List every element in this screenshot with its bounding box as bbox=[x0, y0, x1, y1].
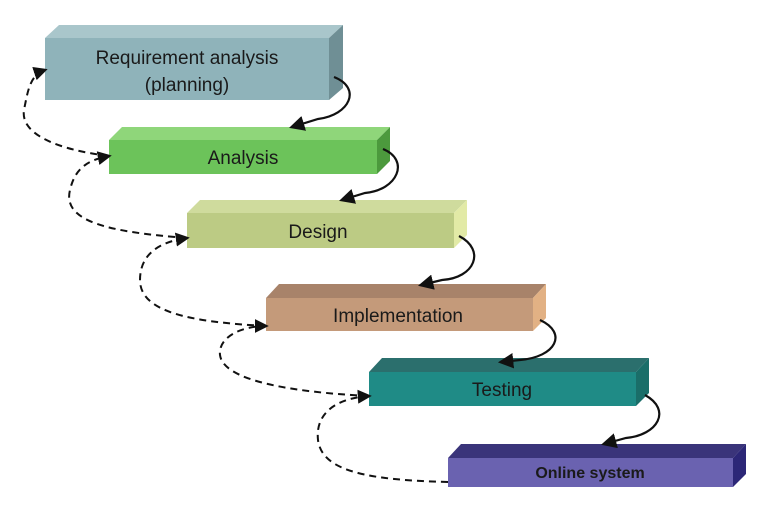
stage-side-face bbox=[636, 358, 649, 406]
stage-top-face bbox=[187, 200, 467, 213]
stage-label: Design bbox=[288, 222, 347, 243]
feedback-arrow bbox=[316, 389, 449, 483]
stage-front-face bbox=[448, 458, 733, 487]
stage-side-face bbox=[733, 444, 746, 487]
stage-label: Analysis bbox=[208, 148, 279, 169]
feedback-arrow bbox=[138, 232, 267, 327]
stage-analysis: Analysis bbox=[109, 127, 390, 174]
stage-top-face bbox=[45, 25, 343, 38]
stage-side-face bbox=[533, 284, 546, 331]
stage-front-face bbox=[109, 140, 377, 174]
feedback-arrow bbox=[68, 151, 188, 239]
feedback-arrow bbox=[218, 319, 370, 397]
stage-requirement-analysis: Requirement analysis (planning) bbox=[45, 25, 343, 100]
stage-front-face bbox=[45, 38, 329, 100]
stage-label: Online system bbox=[535, 465, 644, 482]
stage-side-face bbox=[454, 200, 467, 248]
stage-front-face bbox=[187, 213, 454, 248]
forward-arrow bbox=[601, 394, 661, 449]
stage-top-face bbox=[109, 127, 390, 140]
stage-online-system: Online system bbox=[448, 444, 746, 487]
forward-arrow bbox=[339, 147, 399, 204]
stage-front-face bbox=[266, 298, 533, 331]
stage-front-face bbox=[369, 372, 636, 406]
stage-label: Implementation bbox=[333, 306, 463, 327]
stage-side-face bbox=[377, 127, 390, 174]
feedback-arrow bbox=[22, 66, 110, 157]
stage-label-secondary: (planning) bbox=[145, 75, 230, 96]
stage-implementation: Implementation bbox=[266, 284, 546, 331]
forward-arrow bbox=[497, 319, 557, 369]
forward-arrow bbox=[289, 75, 351, 131]
stage-top-face bbox=[448, 444, 746, 458]
stage-design: Design bbox=[187, 200, 467, 248]
stage-testing: Testing bbox=[369, 358, 649, 406]
stage-label: Requirement analysis bbox=[96, 48, 279, 69]
stage-side-face bbox=[329, 25, 343, 100]
stage-top-face bbox=[266, 284, 546, 298]
stage-label: Testing bbox=[472, 380, 532, 401]
forward-arrow bbox=[418, 235, 476, 290]
